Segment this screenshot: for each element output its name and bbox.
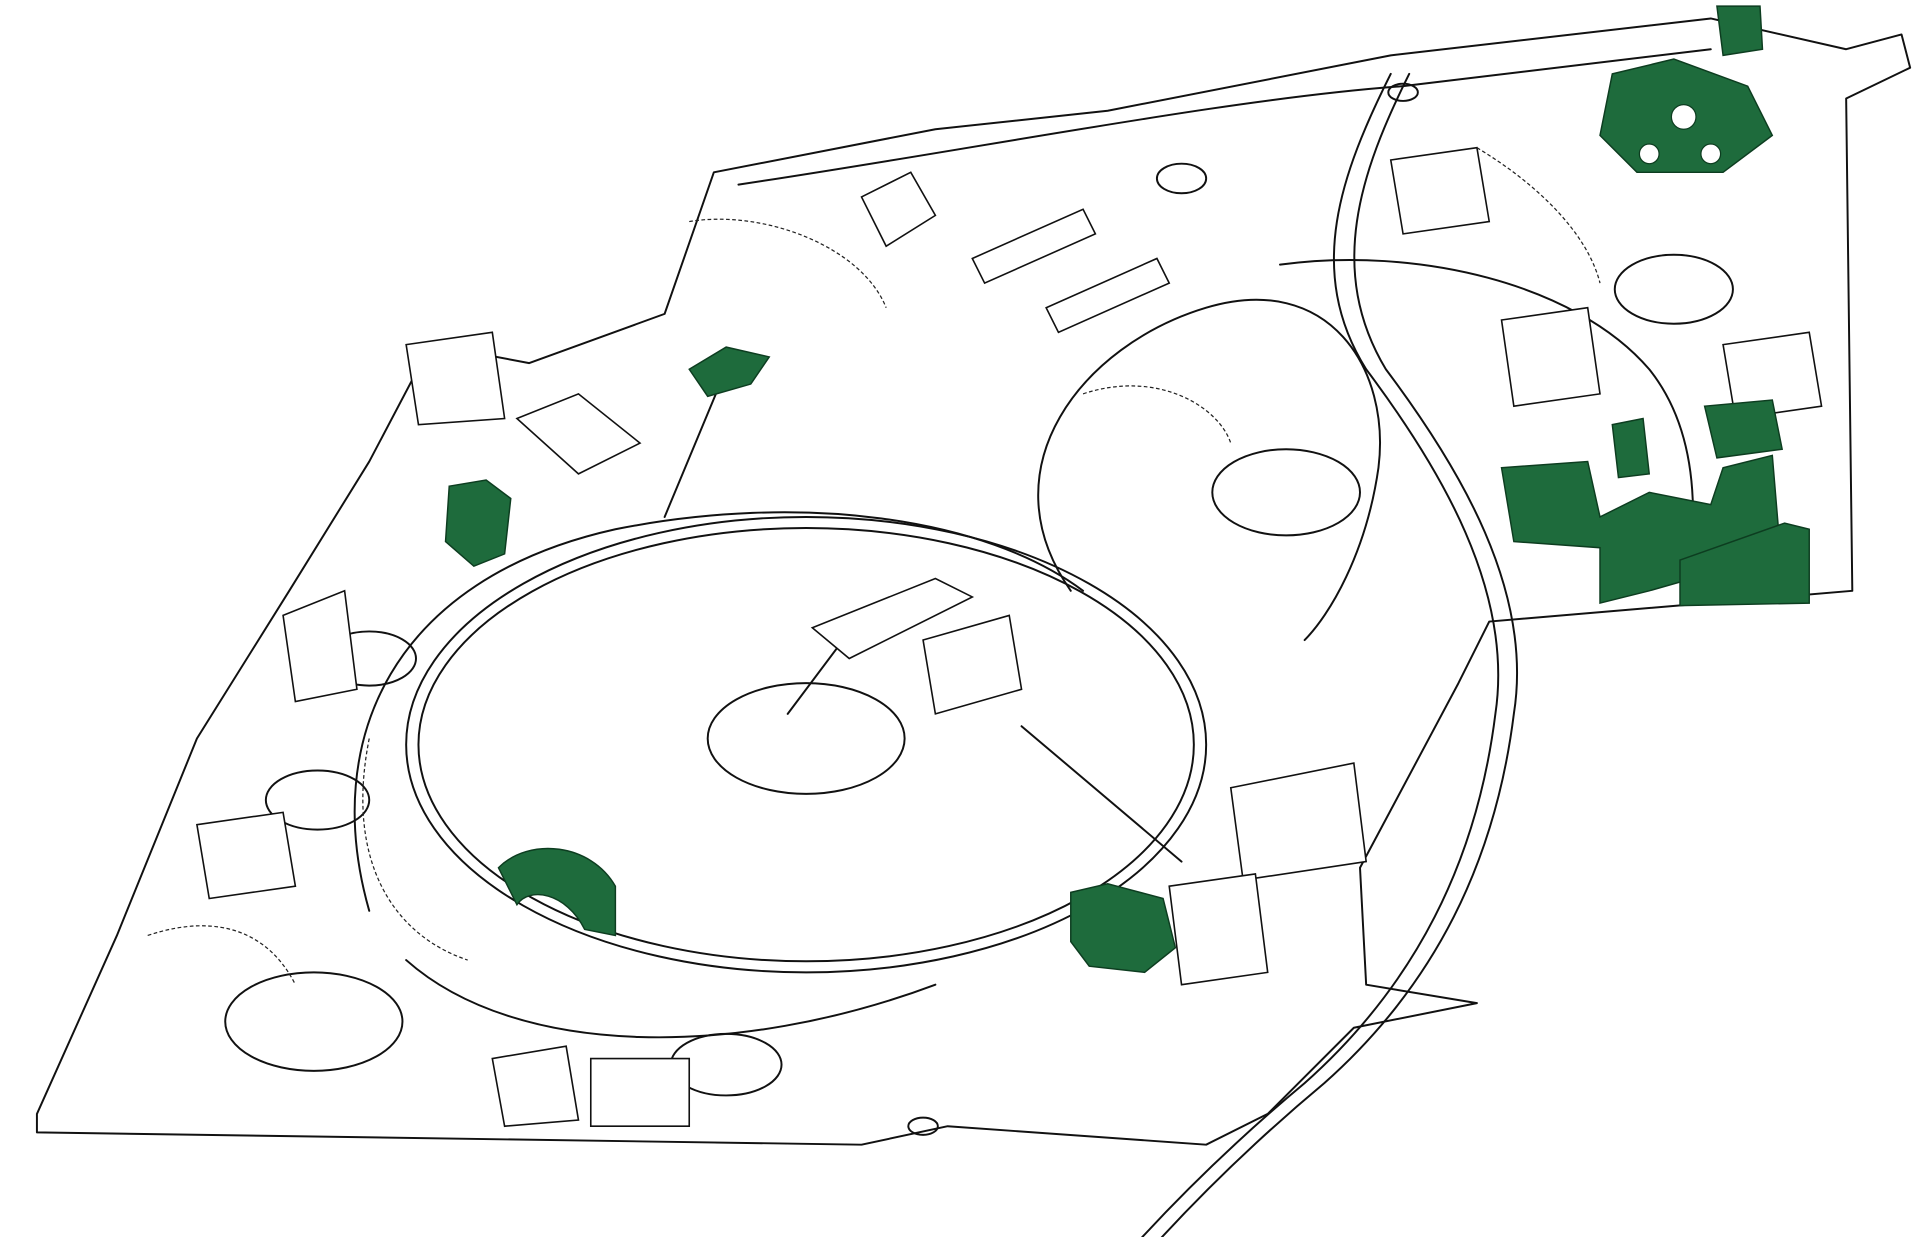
highlighted-building <box>497 847 617 937</box>
highlighted-building <box>1611 399 1810 607</box>
highlighted-building <box>1716 5 1764 57</box>
ne-loop-road <box>1037 298 1381 642</box>
contour-detail <box>147 147 1601 985</box>
highlighted-buildings <box>444 5 1810 974</box>
buildings <box>195 146 1823 1128</box>
roundabouts <box>224 82 1734 1136</box>
highlighted-building <box>444 479 512 568</box>
road-east <box>1141 72 1500 1237</box>
outer-ring-road <box>353 511 1085 912</box>
road-east-inner <box>1160 72 1519 1237</box>
central-oval-road <box>405 515 1208 974</box>
central-oval-inner <box>417 527 1195 963</box>
highlighted-building <box>688 346 771 398</box>
outer-ring-road-2 <box>405 959 937 1039</box>
road-north <box>737 48 1712 186</box>
highlighted-building <box>1070 882 1177 974</box>
